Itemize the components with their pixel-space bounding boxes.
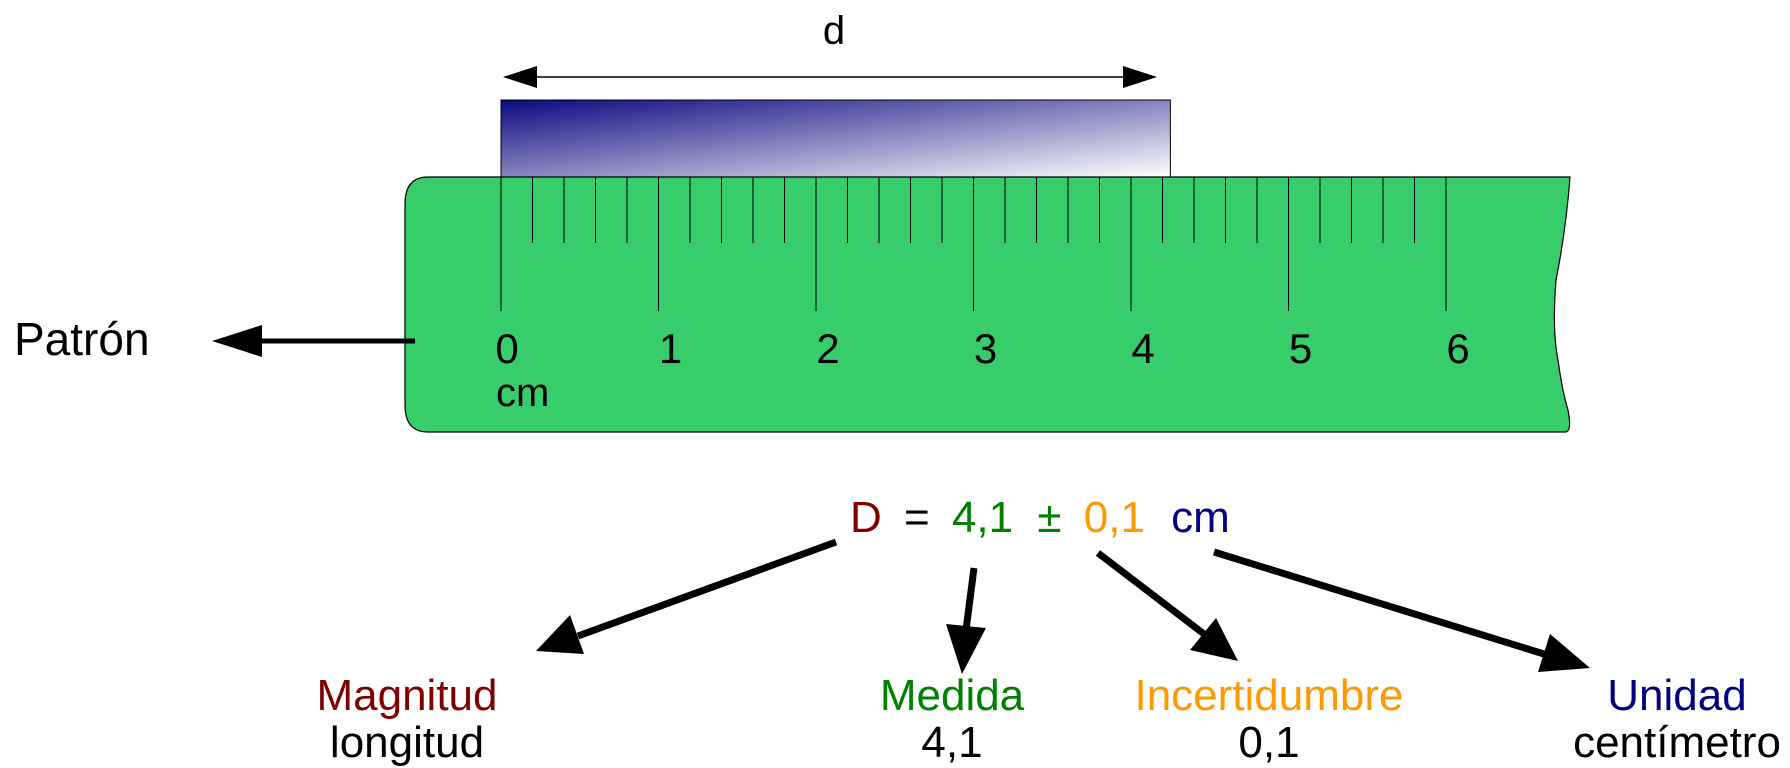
ruler-number: 5 [1289,325,1312,372]
uncertainty-title: Incertidumbre [1134,671,1403,720]
arrow-to-unit [1212,548,1590,672]
ruler-number: 2 [816,325,839,372]
measured-object [500,99,1171,178]
equation-equals: = [904,493,930,542]
magnitude-title: Magnitud [316,671,497,720]
equation: D = 4,1 ± 0,1 cm [850,493,1230,542]
ruler-numbers: 0 1 2 3 4 5 6 [495,325,1469,372]
ruler-number: 1 [659,325,682,372]
equation-pm: ± [1037,493,1061,542]
equation-symbol: D [850,493,882,542]
measure-value: 4,1 [921,718,982,767]
equation-unit: cm [1171,493,1230,542]
pattern-arrow [212,325,415,357]
uncertainty-value: 0,1 [1238,718,1299,767]
arrow-to-measure [946,567,986,674]
unit-title: Unidad [1607,671,1746,720]
pattern-label: Patrón [14,313,150,365]
ruler-number: 4 [1131,325,1154,372]
arrow-to-uncertainty [1095,550,1238,661]
magnitude-value: longitud [330,718,484,767]
ruler-unit-label: cm [496,371,549,415]
ruler [404,176,1571,433]
uncertainty-group: Incertidumbre 0,1 [1134,671,1403,767]
measure-group: Medida 4,1 [880,671,1025,767]
dimension-label: d [823,9,845,53]
ruler-number: 6 [1446,325,1469,372]
dimension-arrow [503,66,1157,88]
pointer-arrows [536,538,1590,674]
measure-title: Medida [880,671,1025,720]
magnitude-group: Magnitud longitud [316,671,497,767]
equation-value: 4,1 [952,493,1013,542]
equation-uncertainty: 0,1 [1084,493,1145,542]
arrow-to-magnitude [536,538,838,654]
ruler-number: 0 [495,325,518,372]
ruler-ticks [500,177,1447,311]
ruler-number: 3 [974,325,997,372]
unit-value: centímetro [1573,718,1781,767]
unit-group: Unidad centímetro [1573,671,1781,767]
